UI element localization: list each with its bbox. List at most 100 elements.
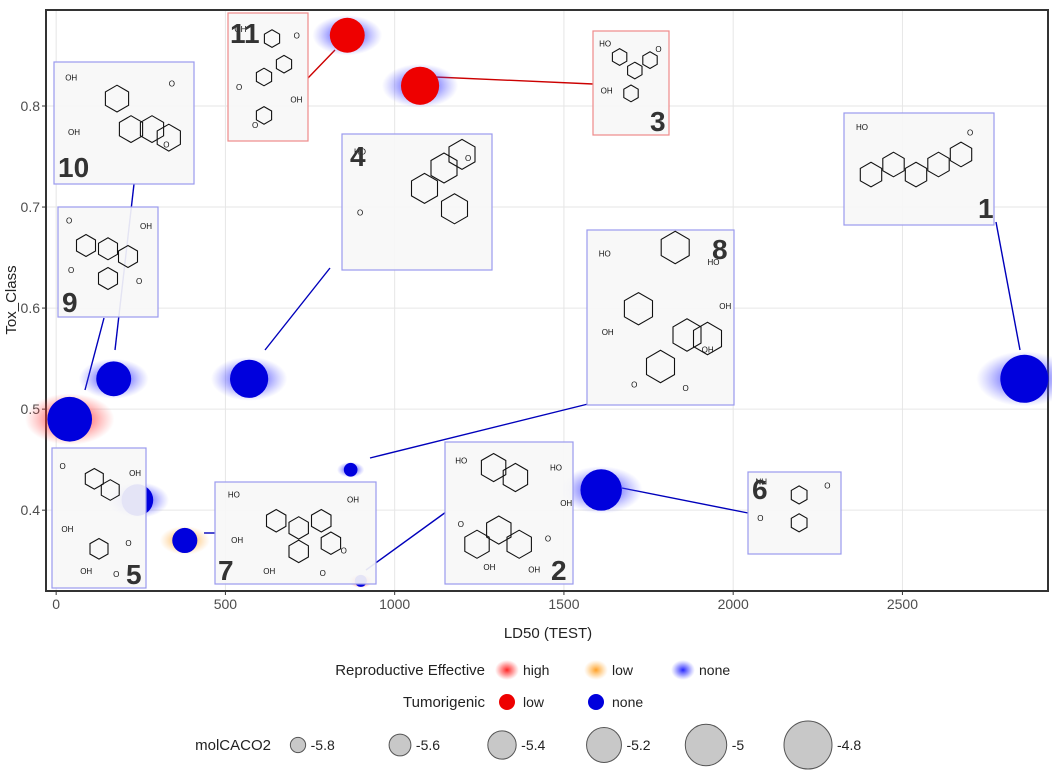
atom-label: O: [252, 121, 258, 130]
molecule-ring: [645, 349, 676, 384]
x-tick-label: 1000: [379, 596, 410, 612]
molecule-ring: [97, 237, 119, 261]
atom-label: OH: [68, 128, 80, 137]
atom-label: O: [113, 570, 119, 579]
legend-reproductive-key: [671, 660, 695, 680]
atom-label: O: [169, 79, 175, 88]
legend-reproductive-label: low: [612, 662, 634, 678]
molecule-ring: [660, 230, 690, 265]
atom-label: O: [236, 83, 242, 92]
atom-label: HO: [708, 258, 720, 267]
atom-label: OH: [140, 222, 152, 231]
legend-tumorigenic-key: [499, 694, 515, 710]
legend-reproductive-label: high: [523, 662, 549, 678]
atom-label: OH: [719, 302, 731, 311]
atom-label: O: [136, 277, 142, 286]
connector-line: [434, 76, 594, 85]
data-point: [47, 396, 93, 442]
legend-size-key: [783, 720, 833, 770]
atom-label: HO: [455, 456, 467, 465]
structure-box: [53, 61, 195, 185]
atom-label: O: [967, 128, 973, 137]
connector-line: [307, 49, 336, 79]
atom-label: O: [294, 32, 300, 41]
y-tick-label: 0.4: [21, 502, 41, 518]
atom-label: O: [631, 381, 637, 390]
molecule-ring: [75, 233, 97, 258]
legend-reproductive-key: [584, 660, 608, 680]
atom-label: OH: [702, 346, 714, 355]
data-point: [400, 66, 440, 105]
molecule-ring: [904, 161, 928, 188]
y-tick-label: 0.7: [21, 199, 41, 215]
legend-size-label: -5.8: [311, 737, 335, 753]
x-tick-label: 2500: [887, 596, 918, 612]
molecule-ring: [692, 321, 723, 356]
compound-number: 4: [350, 141, 366, 172]
molecule-ring: [139, 115, 165, 144]
atom-label: OH: [80, 567, 92, 576]
molecule-ring: [790, 513, 808, 533]
molecule-ring: [623, 84, 639, 103]
legend-size-key: [684, 723, 728, 767]
atom-label: OH: [65, 73, 77, 82]
atom-label: OH: [347, 495, 359, 504]
atom-label: O: [465, 154, 471, 163]
legend-tumorigenic-label: low: [523, 694, 545, 710]
atom-label: NH: [755, 477, 767, 486]
molecule-ring: [486, 515, 512, 545]
atom-label: OH: [601, 86, 613, 95]
molecule-ring: [100, 479, 120, 501]
atom-label: HO: [856, 123, 868, 132]
x-tick-label: 500: [214, 596, 238, 612]
structure-box: [747, 471, 842, 555]
molecule-ring: [320, 531, 342, 556]
legend-size-key: [487, 730, 517, 760]
y-tick-label: 0.6: [21, 300, 41, 316]
legend-size-label: -5: [732, 737, 745, 753]
molecule-ring: [464, 529, 490, 559]
legend-size-label: -5.2: [626, 737, 650, 753]
data-point: [96, 361, 132, 397]
atom-label: HO: [228, 490, 240, 499]
legend-reproductive-label: none: [699, 662, 730, 678]
molecule-ring: [84, 467, 104, 490]
legend-size-label: -5.6: [416, 737, 440, 753]
connector-line: [264, 267, 331, 351]
molecule-ring: [502, 462, 529, 493]
atom-label: HO: [550, 463, 562, 472]
molecule-ring: [440, 193, 469, 225]
data-point: [172, 527, 198, 554]
compound-number: 11: [230, 18, 260, 49]
molecule-ring: [430, 152, 458, 184]
compound-number: 5: [126, 559, 142, 590]
molecule-ring: [265, 508, 287, 533]
atom-label: O: [68, 266, 74, 275]
data-point: [343, 462, 358, 477]
connectors: [84, 49, 1021, 571]
data-point: [329, 17, 365, 53]
molecule-ring: [156, 123, 181, 152]
molecule-ring: [97, 266, 119, 291]
molecule-ring: [627, 61, 643, 80]
molecule-ring: [480, 452, 507, 483]
molecule-ring: [89, 537, 109, 560]
atom-label: O: [757, 514, 763, 523]
compound-number: 9: [62, 287, 78, 318]
atom-label: O: [545, 534, 551, 543]
atom-label: O: [824, 481, 830, 490]
atom-label: O: [683, 384, 689, 393]
atom-label: O: [163, 140, 169, 149]
compound-number: 8: [712, 234, 728, 265]
molecule-ring: [117, 244, 139, 269]
atom-label: O: [357, 209, 363, 218]
